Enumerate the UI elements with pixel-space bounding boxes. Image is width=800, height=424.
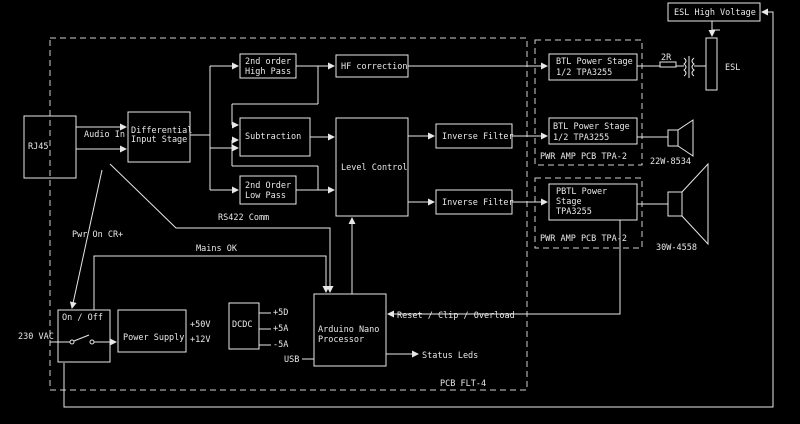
hf-correction-label: HF correction — [341, 62, 408, 72]
arduino-line2: Processor — [318, 335, 364, 345]
btl-power-stage-2-line1: BTL Power Stage — [553, 122, 630, 132]
low-pass-line1: 2nd Order — [245, 181, 291, 191]
esl-high-voltage-box — [667, 2, 761, 22]
pwr-amp-pcb-1-label: PWR AMP PCB TPA-2 — [540, 152, 627, 162]
level-control-box — [335, 117, 409, 217]
wires — [50, 8, 774, 408]
switch-icon — [69, 334, 95, 345]
btl-power-stage-2-box — [548, 117, 638, 145]
low-pass-line2: Low Pass — [245, 191, 286, 201]
p5d-label: +5D — [273, 308, 288, 318]
subtraction-label: Subtraction — [245, 132, 301, 142]
rj45-label: RJ45 — [28, 142, 48, 152]
pwr-amp-pcb-1-boundary — [534, 39, 643, 166]
btl-power-stage-1-box — [548, 53, 638, 81]
transformer-icon — [683, 56, 695, 78]
pwr-amp-pcb-2-boundary — [534, 177, 643, 249]
audio-in-label: Audio In — [84, 130, 125, 140]
level-control-label: Level Control — [341, 163, 408, 173]
pwr-on-label: Pwr On CR+ — [72, 230, 123, 240]
inverse-filter-1-label: Inverse Filter — [442, 132, 514, 142]
pbtl-power-stage-box — [548, 183, 638, 221]
pbtl-power-stage-line1: PBTL Power — [556, 187, 607, 197]
btl-power-stage-1-line2: 1/2 TPA3255 — [556, 68, 612, 78]
btl-power-stage-1-line1: BTL Power Stage — [556, 57, 633, 67]
dcdc-label: DCDC — [232, 320, 252, 330]
rs422-label: RS422 Comm — [218, 213, 269, 223]
pcb-flt4-boundary — [49, 37, 528, 391]
dcdc-box — [228, 302, 260, 350]
esl-high-voltage-label: ESL High Voltage — [674, 8, 756, 18]
pcb-flt-label: PCB FLT-4 — [440, 379, 486, 389]
reset-clip-label: Reset / Clip / Overload — [397, 311, 515, 321]
vac-label: 230 VAC — [18, 332, 54, 342]
resistor-label: 2R — [661, 53, 672, 63]
rj45-box — [23, 115, 77, 179]
btl-power-stage-2-line2: 1/2 TPA3255 — [553, 133, 609, 143]
esl-label: ESL — [725, 63, 740, 73]
power-supply-label: Power Supply — [123, 333, 184, 343]
usb-label: USB — [284, 355, 299, 365]
pbtl-power-stage-line3: TPA3255 — [556, 207, 592, 217]
v12-label: +12V — [190, 335, 210, 345]
m5a-label: -5A — [273, 340, 288, 350]
speaker-2-label: 30W-4558 — [656, 243, 697, 253]
v50-label: +50V — [190, 320, 210, 330]
differential-input-stage-line1: Differential — [131, 126, 192, 136]
resistor-2r — [659, 61, 677, 68]
speaker-icon — [667, 162, 709, 246]
pbtl-power-stage-line2: Stage — [556, 197, 582, 207]
high-pass-line2: High Pass — [245, 67, 291, 77]
on-off-label: On / Off — [62, 313, 103, 323]
status-leds-label: Status Leds — [422, 351, 478, 361]
speaker-icon — [667, 119, 694, 157]
inverse-filter-2-label: Inverse Filter — [442, 198, 514, 208]
power-supply-box — [117, 309, 187, 353]
arduino-box — [313, 293, 387, 367]
differential-input-stage-line2: Input Stage — [131, 135, 187, 145]
mains-ok-label: Mains OK — [196, 244, 238, 254]
arduino-line1: Arduino Nano — [318, 325, 379, 335]
pwr-amp-pcb-2-label: PWR AMP PCB TPA-2 — [540, 234, 627, 244]
p5a-label: +5A — [273, 324, 288, 334]
speaker-1-label: 22W-8534 — [650, 157, 691, 167]
high-pass-line1: 2nd order — [245, 57, 291, 67]
on-off-switch-box — [57, 309, 111, 363]
differential-input-stage-box — [127, 111, 191, 163]
esl-panel — [705, 37, 718, 91]
